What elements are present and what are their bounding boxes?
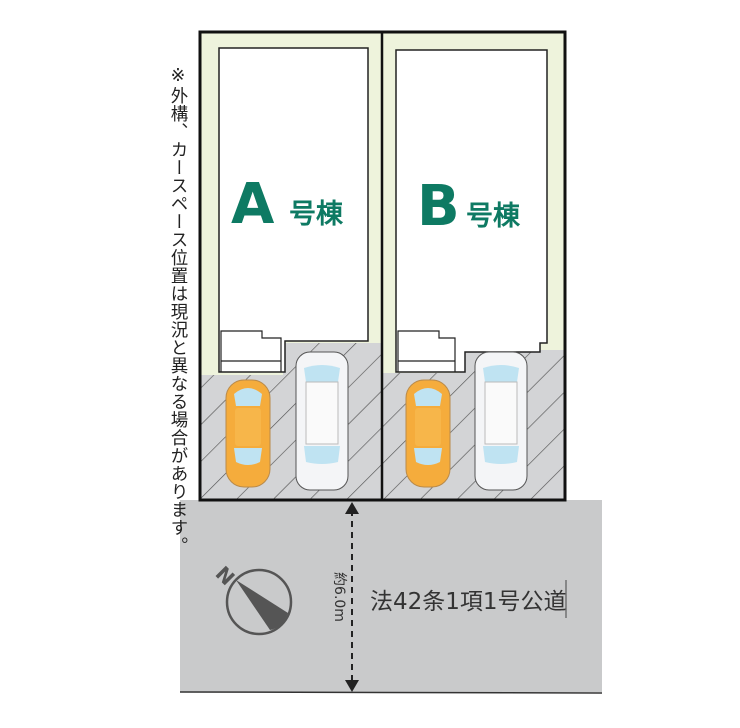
lot-a-suffix: 号棟 xyxy=(289,199,344,230)
car-white-a xyxy=(295,351,349,491)
lot-b-letter: B xyxy=(417,174,460,239)
car-orange-b xyxy=(405,379,451,488)
road-label: 法42条1項1号公道 xyxy=(370,589,567,615)
house-a xyxy=(218,47,369,373)
road-width-dimension xyxy=(345,502,359,692)
car-orange-a xyxy=(225,379,271,488)
road-width-label-wrap: 約6.0m xyxy=(330,572,350,622)
lot-a-letter: A xyxy=(231,172,275,237)
car-white-b xyxy=(474,351,528,491)
house-b xyxy=(395,49,548,373)
lot-b-suffix: 号棟 xyxy=(466,201,521,232)
road-width-label: 約6.0m xyxy=(331,572,347,622)
disclaimer-note: ※外構、カースペース位置は現況と異なる場合があります。 xyxy=(168,66,188,555)
